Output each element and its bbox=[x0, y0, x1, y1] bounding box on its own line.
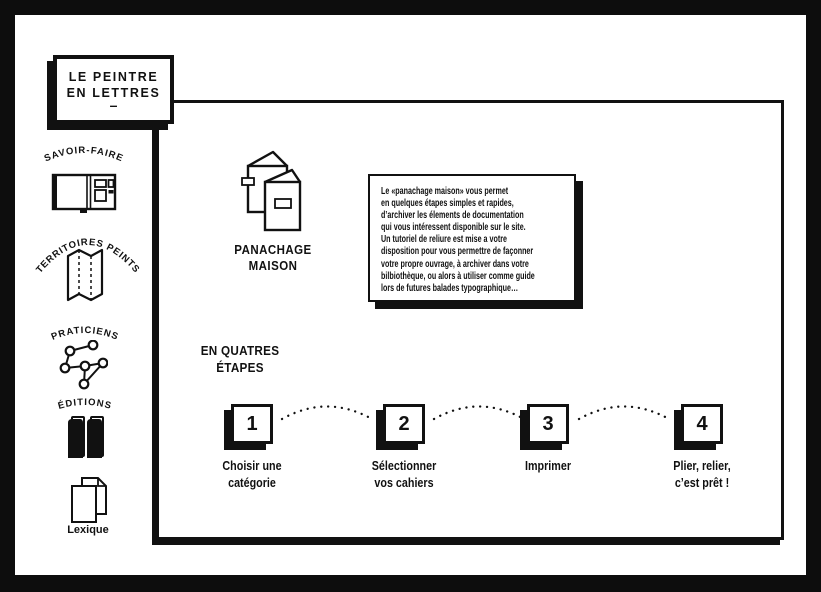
step-box-2: 2 bbox=[383, 404, 425, 444]
description-line: bilbiothèque, ou alors à utiliser comme … bbox=[381, 270, 535, 282]
description-line: disposition pour vous permettre de façon… bbox=[381, 246, 534, 258]
description-line: d’archiver les élements de documentation bbox=[381, 210, 524, 222]
dotted-arc bbox=[280, 405, 374, 421]
step-box-3: 3 bbox=[527, 404, 569, 444]
steps-heading-line-1: EN QUATRES bbox=[200, 343, 280, 358]
description-line: lors de futures balades typographique… bbox=[381, 282, 519, 294]
step-box-1: 1 bbox=[231, 404, 273, 444]
step-number-1: 1 bbox=[246, 412, 258, 435]
description-line: Un tutoriel de reliure est mise a votre bbox=[381, 234, 507, 246]
sidebar-item-savoir-faire[interactable]: SAVOIR-FAIRE bbox=[26, 136, 150, 220]
step-label-line: c’est prêt ! bbox=[674, 475, 730, 490]
lexique-label: Lexique bbox=[67, 524, 109, 536]
description-line: qui vous intéressent disponible sur le s… bbox=[381, 222, 526, 234]
dotted-arc bbox=[577, 405, 671, 421]
step-label-2: Sélectionner vos cahiers bbox=[348, 458, 460, 491]
step-label-4: Plier, relier, c’est prêt ! bbox=[646, 458, 758, 491]
folded-map-icon bbox=[66, 248, 104, 302]
steps-heading-line-2: ÉTAPES bbox=[216, 359, 264, 375]
logo-dash: – bbox=[109, 97, 118, 113]
svg-text:SAVOIR-FAIRE: SAVOIR-FAIRE bbox=[43, 145, 126, 165]
sidebar-item-editions[interactable]: ÉDITIONS bbox=[30, 388, 142, 462]
savoir-faire-arc-label: SAVOIR-FAIRE bbox=[43, 145, 126, 165]
description-line: Le «panachage maison» vous permet bbox=[381, 186, 509, 197]
feature-title: PANACHAGE MAISON bbox=[221, 242, 324, 274]
open-book-machine-icon bbox=[51, 173, 117, 213]
step-number-2: 2 bbox=[398, 412, 410, 435]
svg-text:ÉDITIONS: ÉDITIONS bbox=[57, 397, 113, 412]
steps-heading: EN QUATRES ÉTAPES bbox=[197, 343, 283, 376]
dotted-arc bbox=[432, 405, 526, 421]
logo-line-1: LE PEINTRE bbox=[68, 70, 159, 84]
sidebar-item-territoires-peints[interactable]: TERRITOIRES PEINTS bbox=[24, 220, 152, 304]
step-label-line: catégorie bbox=[228, 475, 276, 490]
network-graph-icon bbox=[59, 340, 108, 390]
step-label-line: vos cahiers bbox=[374, 475, 434, 490]
editions-arc-label: ÉDITIONS bbox=[57, 397, 113, 412]
feature-title-line-1: PANACHAGE bbox=[234, 243, 312, 257]
praticiens-arc-label: PRATICIENS bbox=[50, 325, 120, 343]
description-line: votre propre ouvrage, à archiver dans vo… bbox=[381, 258, 529, 270]
logo-line-2: EN LETTRES bbox=[66, 86, 161, 100]
description-box: Le «panachage maison» vous permet en que… bbox=[368, 174, 576, 302]
stacked-pages-icon bbox=[71, 477, 107, 523]
step-label-line: Choisir une bbox=[222, 459, 282, 473]
feature-title-line-2: MAISON bbox=[248, 259, 298, 273]
booklets-icon bbox=[241, 150, 302, 232]
sidebar-item-praticiens[interactable]: PRATICIENS bbox=[28, 314, 144, 394]
step-label-line: Imprimer bbox=[524, 459, 572, 473]
logo-box[interactable]: LE PEINTRE EN LETTRES – bbox=[53, 55, 174, 124]
step-label-line: Plier, relier, bbox=[673, 459, 731, 473]
sidebar-item-lexique[interactable]: Lexique bbox=[46, 474, 132, 542]
step-number-4: 4 bbox=[696, 412, 708, 435]
step-number-3: 3 bbox=[542, 412, 554, 435]
books-icon bbox=[68, 416, 104, 458]
step-label-line: Sélectionner bbox=[371, 459, 437, 473]
description-line: en quelques étapes simples et rapides, bbox=[381, 198, 514, 210]
step-box-4: 4 bbox=[681, 404, 723, 444]
step-label-1: Choisir une catégorie bbox=[196, 458, 308, 491]
step-label-3: Imprimer bbox=[492, 458, 604, 475]
